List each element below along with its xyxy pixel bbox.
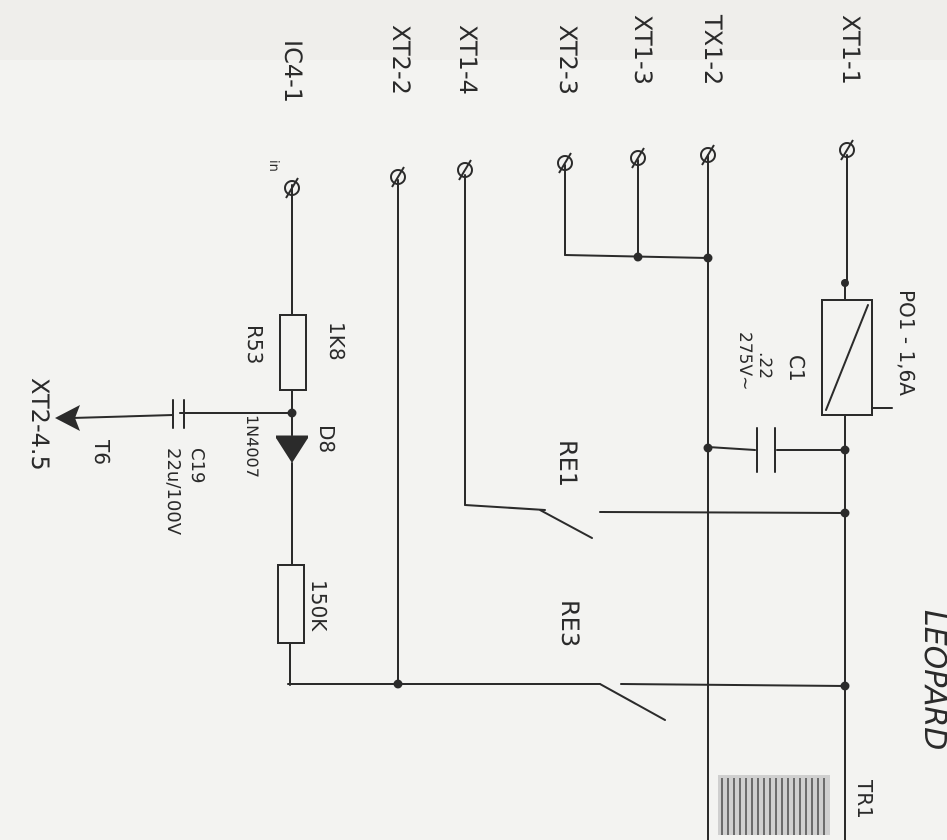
junction-dot (633, 252, 643, 262)
fuse-label: PO1 - 1,6A (895, 290, 919, 396)
junction-dot (703, 443, 713, 453)
output-label-t6: T6 (90, 439, 114, 465)
terminal-label-xt1-3: XT1-3 (629, 15, 657, 85)
c1-voltage: 275V~ (735, 332, 755, 390)
junction-dot (840, 681, 850, 691)
terminal-label-xt1-1: XT1-1 (837, 15, 865, 85)
relay-re1-label: RE1 (554, 440, 582, 487)
terminal-xt2-3-symbol (557, 152, 573, 174)
d8-name: D8 (315, 425, 339, 453)
r53-value: 1K8 (325, 322, 349, 361)
wire-re1-out (599, 511, 846, 514)
c19-name: C19 (187, 448, 208, 483)
junction-dot (393, 679, 403, 689)
junction-dot (840, 508, 850, 518)
resistor-150k-value: 150K (307, 580, 331, 632)
terminal-xt1-3-symbol (630, 147, 646, 169)
c1-value: .22 (755, 352, 775, 379)
wire-re3-out (620, 683, 846, 687)
relay-re3-label: RE3 (556, 600, 584, 647)
d8-part: 1N4007 (243, 415, 262, 478)
fuse-po1-body (821, 299, 873, 416)
junction-dot (703, 253, 713, 263)
terminal-xt1-4-symbol (457, 159, 473, 181)
terminal-xt1-1-symbol (839, 139, 855, 161)
wire-c1-left (707, 446, 756, 451)
r53-name: R53 (243, 325, 267, 364)
terminal-label-xt2-3: XT2-3 (554, 25, 582, 95)
corner-title: LEOPARD (917, 610, 947, 750)
terminal-label-xt2-2: XT2-2 (387, 25, 415, 95)
paper-scan-shade (0, 0, 947, 60)
terminal-tx1-2-symbol (700, 144, 716, 166)
c1-name: C1 (785, 355, 809, 382)
terminal-label-tx1-2: TX1-2 (699, 14, 727, 85)
terminal-label-ic4-1: IC4-1 (279, 40, 307, 103)
wire-t6-out (71, 414, 174, 419)
terminal-xt2-2-symbol (390, 166, 406, 188)
relay-re3-contact (599, 683, 666, 721)
diode-d8-body (276, 438, 308, 463)
fuse-po1-element (825, 304, 869, 411)
wire-re1-in (464, 504, 546, 511)
relay-re1-contact (539, 509, 593, 539)
terminal-label-xt1-4: XT1-4 (454, 25, 482, 95)
output-arrow-icon (55, 405, 80, 431)
ic4-1-note: in (266, 160, 281, 172)
terminal-ic4-1-symbol (284, 177, 300, 199)
junction-dot (840, 445, 850, 455)
c19-value: 22u/100V (163, 448, 184, 536)
transformer-tr1-symbol (718, 775, 830, 835)
junction-dot (841, 279, 849, 287)
junction-dot (287, 408, 297, 418)
transformer-label: TR1 (853, 779, 877, 819)
terminal-label-xt2-45: XT2-4.5 (26, 378, 54, 471)
